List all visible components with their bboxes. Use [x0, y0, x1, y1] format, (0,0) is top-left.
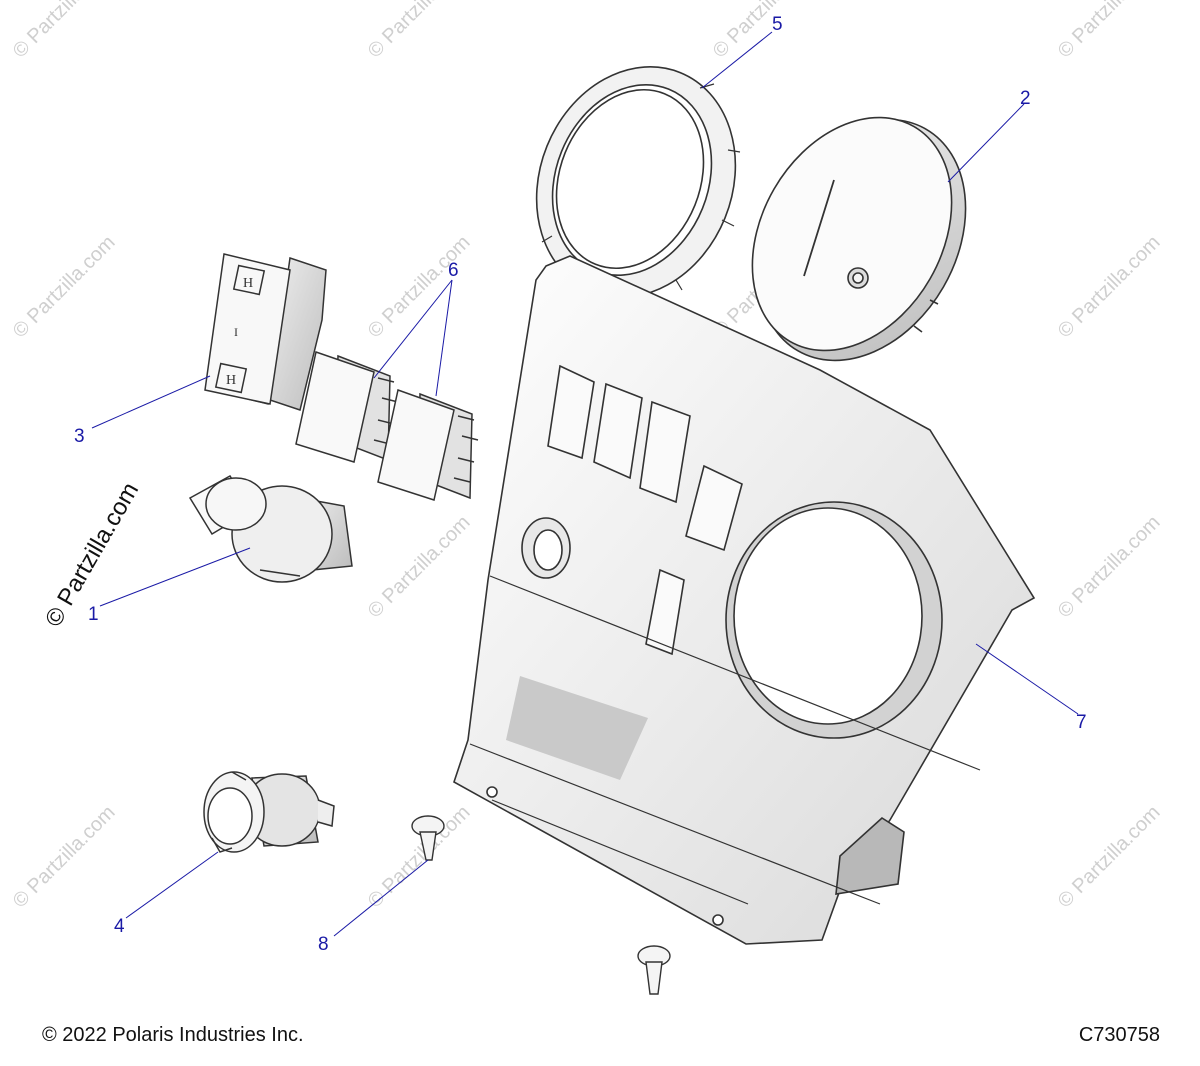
callout-8: 8	[318, 934, 329, 955]
callout-3: 3	[74, 426, 85, 447]
rocker-switch: H H I	[204, 253, 327, 411]
switch-module-right	[377, 389, 479, 501]
copyright-text: © 2022 Polaris Industries Inc.	[42, 1024, 304, 1046]
callout-1: 1	[88, 604, 99, 625]
push-rivet-2	[637, 945, 671, 995]
svg-text:I: I	[234, 325, 238, 339]
switch-module-left	[295, 351, 399, 463]
callout-4: 4	[114, 916, 125, 937]
drawing-number: C730758	[1078, 1024, 1160, 1046]
gauge-bezel-ring	[535, 66, 741, 303]
push-rivet-1	[411, 815, 445, 861]
power-outlet-socket	[203, 771, 335, 853]
gauge-speedometer	[751, 116, 967, 362]
dash-panel	[453, 255, 1036, 945]
callout-5: 5	[772, 14, 783, 35]
callout-2: 2	[1020, 88, 1031, 109]
callout-6: 6	[448, 260, 459, 281]
leader-lines	[91, 31, 1079, 937]
callout-7: 7	[1076, 712, 1087, 733]
svg-text:H: H	[243, 276, 253, 291]
svg-text:H: H	[226, 373, 236, 388]
ignition-key-switch	[188, 475, 353, 583]
